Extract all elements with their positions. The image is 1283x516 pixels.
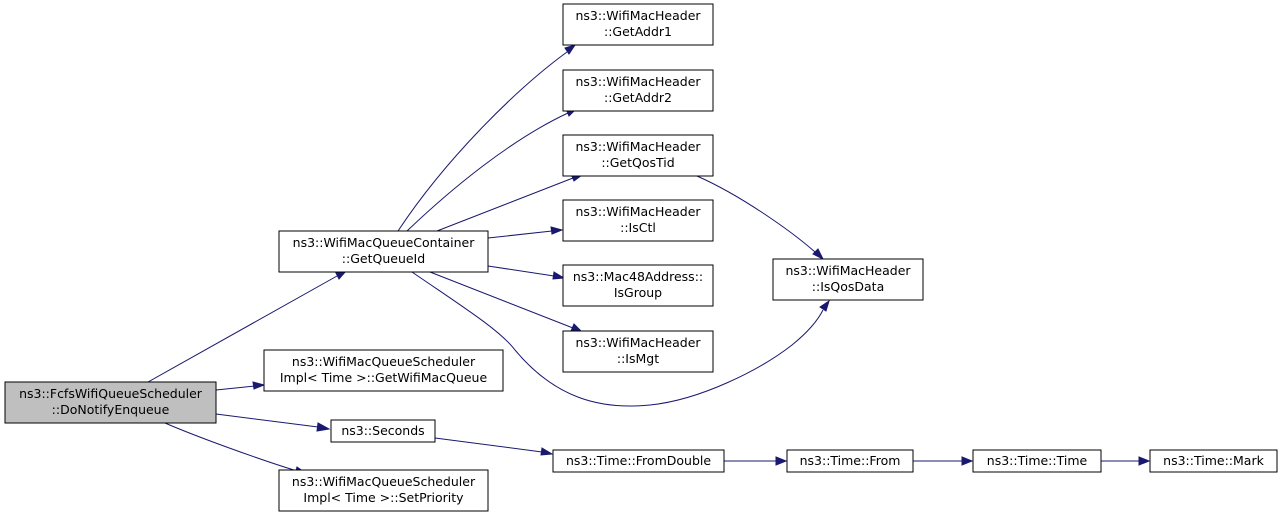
node-label-line1: ns3::WifiMacHeader — [575, 335, 701, 350]
node-is-group[interactable]: ns3::Mac48Address:: IsGroup — [562, 264, 714, 307]
node-label-line1: ns3::Time::Mark — [1163, 453, 1264, 468]
node-seconds[interactable]: ns3::Seconds — [330, 419, 436, 443]
node-label-line2: ::GetAddr1 — [604, 24, 672, 39]
edge-getqueueid-to-ismgt — [429, 271, 584, 333]
node-label-line2: ::GetQueueId — [342, 251, 425, 266]
edge-time-to-mark — [1101, 456, 1151, 466]
node-label-line1: ns3::WifiMacHeader — [575, 74, 701, 89]
node-get-wifi-mac-queue[interactable]: ns3::WifiMacQueueScheduler Impl< Time >:… — [263, 349, 504, 392]
node-label-line1: ns3::WifiMacQueueScheduler — [292, 474, 476, 489]
node-label-line2: ::IsCtl — [620, 220, 656, 235]
node-get-queue-id[interactable]: ns3::WifiMacQueueContainer ::GetQueueId — [278, 230, 489, 273]
node-time-mark[interactable]: ns3::Time::Mark — [1149, 449, 1278, 473]
edge-root-to-seconds — [215, 413, 331, 432]
node-get-addr1[interactable]: ns3::WifiMacHeader ::GetAddr1 — [562, 3, 714, 46]
node-label-line2: Impl< Time >::SetPriority — [303, 490, 464, 505]
node-label-line1: ns3::Time::FromDouble — [566, 453, 711, 468]
node-label-line1: ns3::WifiMacHeader — [785, 263, 911, 278]
node-label-line1: ns3::FcfsWifiQueueScheduler — [19, 386, 203, 401]
node-time-from[interactable]: ns3::Time::From — [786, 449, 914, 473]
edge-getqueueid-to-isgroup — [487, 265, 566, 280]
node-label-line1: ns3::Time::From — [800, 453, 901, 468]
node-fcfs-do-notify-enqueue[interactable]: ns3::FcfsWifiQueueScheduler ::DoNotifyEn… — [4, 381, 217, 424]
node-label-line1: ns3::WifiMacHeader — [575, 139, 701, 154]
edge-getqueueid-to-getaddr1 — [397, 44, 577, 232]
node-label-line2: ::GetAddr2 — [604, 90, 672, 105]
edge-getqueueid-to-isqosdata — [411, 271, 830, 407]
node-label-line2: ::DoNotifyEnqueue — [52, 402, 170, 417]
node-label-line1: ns3::Mac48Address:: — [573, 269, 703, 284]
node-label-line1: ns3::WifiMacQueueContainer — [293, 235, 476, 250]
node-time-from-double[interactable]: ns3::Time::FromDouble — [552, 449, 725, 473]
node-label-line2: ::IsQosData — [812, 279, 884, 294]
node-set-priority[interactable]: ns3::WifiMacQueueScheduler Impl< Time >:… — [278, 469, 489, 512]
edge-fromdouble-to-from — [724, 456, 788, 466]
node-get-qos-tid[interactable]: ns3::WifiMacHeader ::GetQosTid — [562, 134, 714, 177]
node-label-line1: ns3::Seconds — [341, 423, 424, 438]
edge-getqueueid-to-getaddr2 — [406, 107, 579, 232]
node-label-line1: ns3::Time::Time — [987, 453, 1088, 468]
edge-getqueueid-to-getqostid — [436, 173, 584, 232]
node-is-ctl[interactable]: ns3::WifiMacHeader ::IsCtl — [562, 199, 714, 242]
edge-seconds-to-fromdouble — [434, 437, 554, 456]
edge-from-to-time — [913, 456, 974, 466]
node-label-line2: Impl< Time >::GetWifiMacQueue — [280, 370, 488, 385]
node-is-qos-data[interactable]: ns3::WifiMacHeader ::IsQosData — [772, 258, 924, 301]
node-label-line2: ::IsMgt — [617, 351, 659, 366]
node-label-line2: IsGroup — [614, 285, 662, 300]
node-label-line1: ns3::WifiMacHeader — [575, 8, 701, 23]
edge-getqueueid-to-isctl — [487, 226, 564, 239]
node-label-line2: ::GetQosTid — [601, 155, 674, 170]
edge-getqostid-to-isqosdata — [696, 175, 825, 261]
node-label-line1: ns3::WifiMacHeader — [575, 204, 701, 219]
node-label-line1: ns3::WifiMacQueueScheduler — [292, 354, 476, 369]
edge-root-to-getwifimacqueue — [215, 381, 266, 391]
node-is-mgt[interactable]: ns3::WifiMacHeader ::IsMgt — [562, 330, 714, 373]
node-get-addr2[interactable]: ns3::WifiMacHeader ::GetAddr2 — [562, 69, 714, 112]
node-time-time[interactable]: ns3::Time::Time — [972, 449, 1102, 473]
edge-root-to-setpriority — [164, 422, 309, 476]
